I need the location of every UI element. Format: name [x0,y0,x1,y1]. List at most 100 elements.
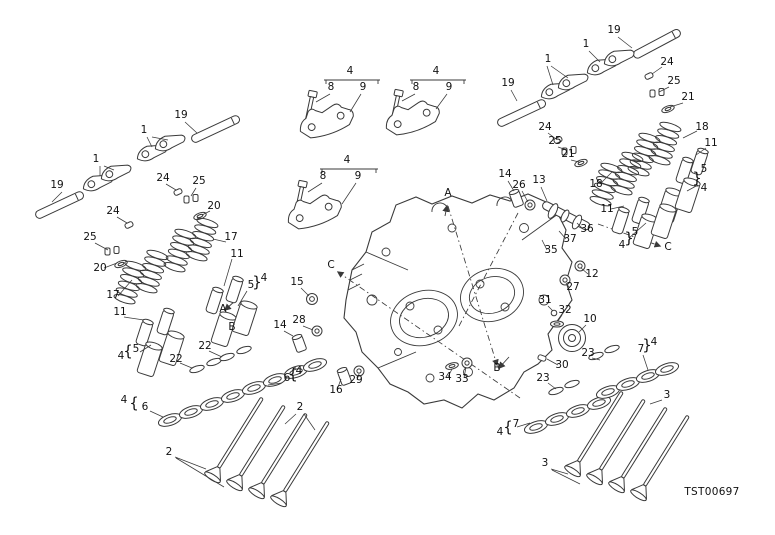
callout-A: A [444,187,452,199]
guide-sleeve [650,201,678,240]
callout-20: 20 [207,200,220,212]
callout-32: 32 [558,304,571,316]
camshaft-end-assembly [508,187,591,231]
callout-9: 9 [446,81,453,93]
callout-25: 25 [548,135,561,147]
threaded-cap [558,324,586,352]
callout-7: 7 [513,418,520,430]
callout-4: 4 [433,65,440,77]
callout-7: 7 [638,343,645,355]
callout-21: 21 [561,148,574,160]
callout-22: 22 [169,353,182,365]
plug [306,293,318,305]
figure-code: TST00697 [683,486,739,498]
valve-seat-ring [653,359,681,379]
valve-spring [134,247,170,296]
callout-4: 4 [118,350,125,362]
callout-14: 14 [273,319,287,331]
callout-24: 24 [538,121,552,133]
callout-19: 19 [501,77,514,89]
callout-36: 36 [580,223,594,235]
spring-retainer [660,103,676,115]
closing-shim [235,344,253,356]
callout-21: 21 [681,91,694,103]
callout-2: 2 [166,446,173,458]
valve-train-right-upper [584,27,710,224]
callout-23: 23 [581,347,594,359]
callout-9: 9 [355,170,362,182]
cam-disc [560,209,570,223]
valve [606,402,675,495]
callout-11: 11 [113,306,126,318]
callout-24: 24 [156,172,170,184]
callout-27: 27 [566,281,579,293]
washer [311,325,323,337]
callout-18: 18 [695,121,708,133]
valve [246,408,315,501]
callout-17: 17 [224,231,237,243]
callout-16: 16 [329,384,343,396]
callout-5: 5 [133,343,140,355]
callout-28: 28 [292,314,305,326]
callout-22: 22 [198,340,211,352]
cam-cap [380,94,444,140]
callout-6: 6 [142,401,149,413]
callout-1: 1 [545,53,552,65]
callout-5: 5 [701,163,708,175]
callout-17: 17 [106,289,119,301]
rocker-shaft [631,27,683,61]
spring-retainer [573,157,589,169]
callout-C: C [327,259,334,271]
callout-12: 12 [585,268,598,280]
washer [524,199,536,211]
callout-4: 4 [651,336,658,348]
opening-shim [643,71,655,81]
group-brace: } [642,336,652,354]
ball [550,309,558,317]
leader-lines [51,36,707,488]
center-small-parts [291,293,473,387]
split-rings [649,88,665,98]
closing-shim [563,378,581,390]
callout-4: 4 [701,182,708,194]
cam-cap [294,97,358,143]
guide-sleeve [231,298,259,337]
callout-29: 29 [349,374,362,386]
callout-3: 3 [664,389,671,401]
valve [224,400,293,493]
cap-and-fasteners [536,260,586,363]
callout-2: 2 [297,401,304,413]
group-brace: } [624,229,634,247]
group-brace: { [123,342,133,360]
callout-5: 5 [248,279,255,291]
callout-13: 13 [532,174,545,186]
dowel-bush [291,332,308,354]
callout-19: 19 [607,24,620,36]
valves-left [202,392,337,509]
callout-5: 5 [632,226,639,238]
callout-20: 20 [93,262,106,274]
cam-disc [571,214,583,230]
closing-shim [547,385,565,397]
spring-retainer [192,210,208,222]
valve-train-left-upper [134,113,259,348]
callout-10: 10 [583,313,596,325]
callout-26: 26 [512,179,526,191]
callout-1: 1 [583,38,590,50]
callout-A: A [219,303,227,315]
rocker-shaft [189,113,242,145]
callout-9: 9 [360,81,367,93]
group-brace: { [288,365,298,383]
callout-11: 11 [704,137,717,149]
group-brace: { [503,418,513,436]
rocker-arm [98,160,134,185]
callout-4: 4 [497,426,504,438]
callout-15: 15 [290,276,303,288]
o-ring [550,320,564,328]
callout-19: 19 [174,109,187,121]
callout-4: 4 [344,154,351,166]
callout-4: 4 [619,239,626,251]
callout-4: 4 [261,272,268,284]
